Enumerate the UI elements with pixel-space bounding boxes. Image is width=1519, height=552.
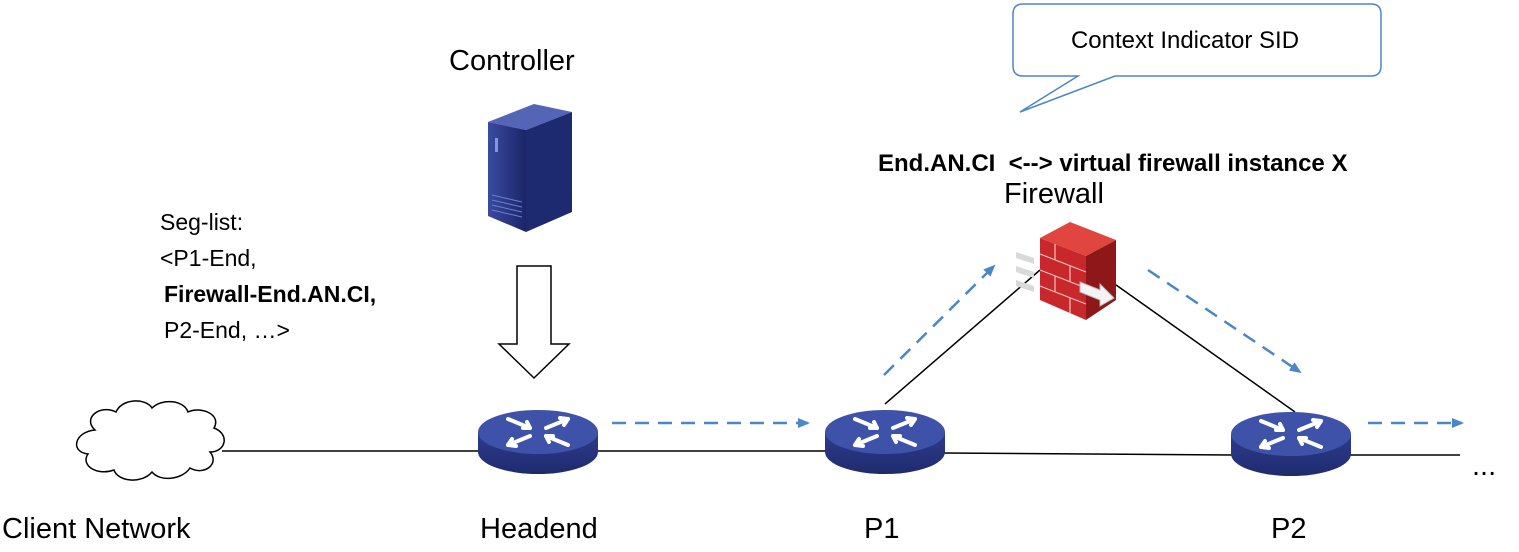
link-p1-p2 bbox=[943, 452, 1233, 456]
down-arrow-icon bbox=[497, 265, 571, 380]
seg-list-item: Firewall-End.AN.CI, bbox=[164, 281, 377, 307]
dashed-arrow-p1-firewall bbox=[883, 264, 996, 376]
mapping-label: End.AN.CI <--> virtual firewall instance… bbox=[878, 150, 1348, 177]
dashed-arrow-firewall-p2 bbox=[1147, 268, 1302, 374]
router-icon bbox=[823, 408, 947, 476]
seg-list-item: <P1-End, bbox=[160, 245, 257, 271]
firewall-label: Firewall bbox=[1004, 178, 1104, 210]
controller-label: Controller bbox=[449, 45, 575, 77]
p1-label: P1 bbox=[864, 513, 900, 545]
link-firewall-p2 bbox=[1094, 269, 1296, 413]
ellipsis-label: ... bbox=[1472, 450, 1497, 482]
router-icon bbox=[476, 408, 600, 476]
p2-label: P2 bbox=[1271, 513, 1307, 545]
firewall-icon bbox=[1016, 222, 1116, 320]
client-network-label: Client Network bbox=[2, 513, 191, 545]
router-icon bbox=[1229, 410, 1353, 478]
server-icon bbox=[488, 104, 572, 232]
callout-label: Context Indicator SID bbox=[1070, 27, 1300, 54]
seg-list-item: P2-End, …> bbox=[164, 317, 290, 343]
link-p1-firewall bbox=[884, 269, 1041, 405]
seg-list: Seg-list: <P1-End, Firewall-End.AN.CI, P… bbox=[160, 204, 376, 348]
headend-label: Headend bbox=[480, 513, 598, 545]
cloud-icon bbox=[76, 400, 225, 481]
callout-bubble bbox=[1012, 3, 1382, 113]
seg-list-title: Seg-list: bbox=[160, 209, 244, 235]
